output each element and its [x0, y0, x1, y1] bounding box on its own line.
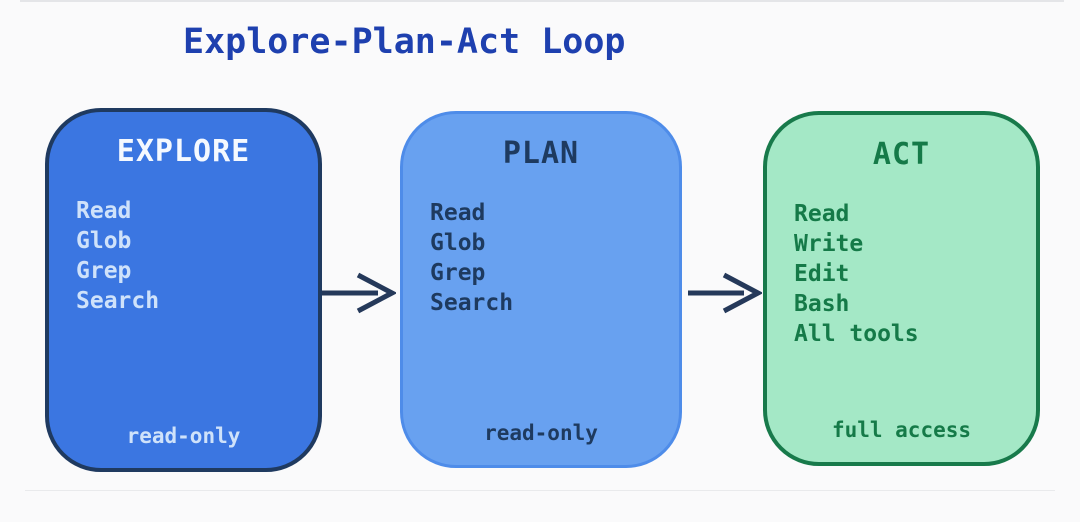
- tool-item: Search: [76, 288, 160, 314]
- tool-item: Grep: [76, 258, 132, 284]
- tool-item: Glob: [76, 228, 132, 254]
- arrow-explore-to-plan: [322, 272, 396, 314]
- tool-list-act: Read Write Edit Bash All tools: [767, 199, 1036, 349]
- tool-item: Edit: [794, 261, 850, 287]
- arrow-plan-to-act: [688, 272, 762, 314]
- stage-title-plan: PLAN: [502, 136, 580, 171]
- access-label-plan: read-only: [484, 421, 598, 445]
- top-edge-line: [20, 0, 1064, 2]
- bottom-divider-line: [25, 490, 1055, 491]
- stage-box-explore: EXPLORE Read Glob Grep Search read-only: [45, 108, 322, 472]
- stage-title-explore: EXPLORE: [116, 134, 251, 169]
- stage-box-act: ACT Read Write Edit Bash All tools full …: [763, 111, 1040, 466]
- tool-item: Grep: [430, 260, 486, 286]
- tool-item: Glob: [430, 230, 486, 256]
- tool-item: Bash: [794, 291, 850, 317]
- stage-box-plan: PLAN Read Glob Grep Search read-only: [400, 111, 682, 468]
- stage-title-act: ACT: [872, 137, 931, 172]
- tool-list-explore: Read Glob Grep Search: [49, 196, 318, 316]
- access-label-act: full access: [831, 418, 972, 442]
- access-label-explore: read-only: [126, 424, 241, 448]
- tool-item: Read: [76, 198, 132, 224]
- tool-list-plan: Read Glob Grep Search: [403, 198, 679, 318]
- tool-item: All tools: [794, 321, 919, 347]
- tool-item: Read: [430, 200, 486, 226]
- tool-item: Write: [794, 231, 864, 257]
- tool-item: Search: [430, 290, 514, 316]
- tool-item: Read: [794, 201, 850, 227]
- page-title: Explore-Plan-Act Loop: [183, 22, 626, 62]
